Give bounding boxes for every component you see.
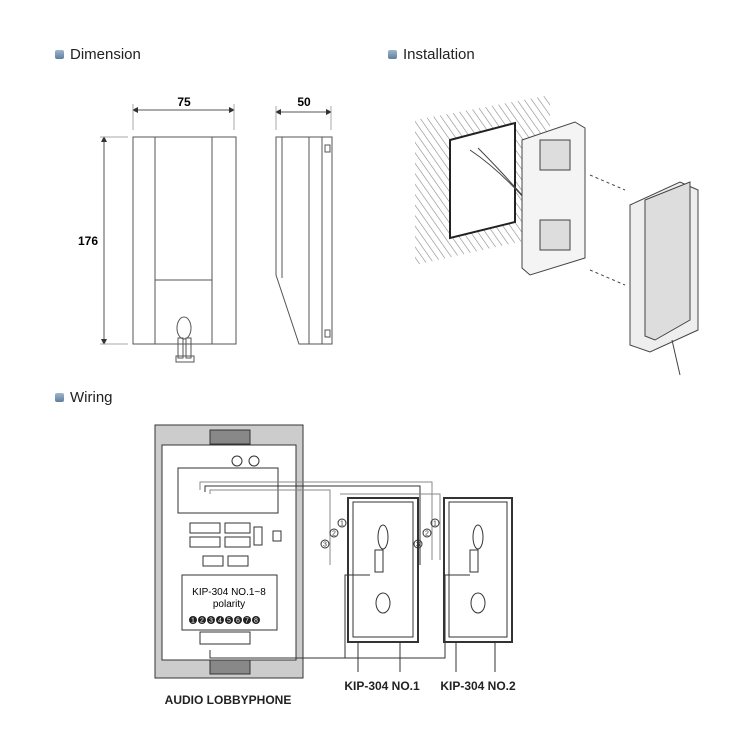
installation-drawing bbox=[415, 95, 699, 376]
unit1-label: KIP-304 NO.1 bbox=[344, 679, 420, 693]
lobbyphone-label: AUDIO LOBBYPHONE bbox=[165, 693, 292, 707]
terminal-6: 6 bbox=[236, 618, 240, 625]
unit2-label: KIP-304 NO.2 bbox=[440, 679, 516, 693]
wire-1-label: 1 bbox=[340, 521, 344, 528]
bullet-icon bbox=[55, 50, 64, 59]
audio-lobbyphone-drawing bbox=[154, 424, 470, 679]
terminal-3: 3 bbox=[209, 618, 213, 625]
wire-3-label: 3 bbox=[416, 542, 420, 549]
terminal-1: 1 bbox=[191, 618, 195, 625]
front-view bbox=[100, 104, 237, 363]
polarity-subtitle: polarity bbox=[213, 599, 245, 610]
wire-3-label: 3 bbox=[323, 542, 327, 549]
terminal-7: 7 bbox=[245, 618, 249, 625]
wire-2-label: 2 bbox=[425, 531, 429, 538]
wiring-title: Wiring bbox=[70, 389, 113, 406]
terminal-numbers: 1 2 3 4 5 6 7 8 bbox=[189, 616, 260, 625]
terminal-5: 5 bbox=[227, 618, 231, 625]
wall-box bbox=[449, 121, 516, 240]
kip304-no2-drawing bbox=[443, 497, 513, 672]
wire-number-markers: 1 2 3 1 2 3 bbox=[320, 518, 440, 549]
installation-title: Installation bbox=[403, 46, 475, 63]
dimension-header: Dimension bbox=[55, 46, 141, 63]
terminal-2: 2 bbox=[200, 618, 204, 625]
bullet-icon bbox=[55, 393, 64, 402]
installation-header: Installation bbox=[388, 46, 475, 63]
width-label: 75 bbox=[177, 95, 191, 109]
bullet-icon bbox=[388, 50, 397, 59]
wiring-header: Wiring bbox=[55, 389, 113, 406]
height-label: 176 bbox=[78, 234, 98, 248]
terminal-4: 4 bbox=[218, 618, 222, 625]
side-view bbox=[275, 106, 333, 345]
depth-label: 50 bbox=[297, 95, 311, 109]
wire-2-label: 2 bbox=[332, 531, 336, 538]
wire-1-label: 1 bbox=[433, 521, 437, 528]
kip304-no1-drawing bbox=[347, 497, 419, 672]
terminal-8: 8 bbox=[254, 618, 258, 625]
dimension-title: Dimension bbox=[70, 46, 141, 63]
polarity-title: KIP-304 NO.1~8 bbox=[192, 587, 266, 598]
